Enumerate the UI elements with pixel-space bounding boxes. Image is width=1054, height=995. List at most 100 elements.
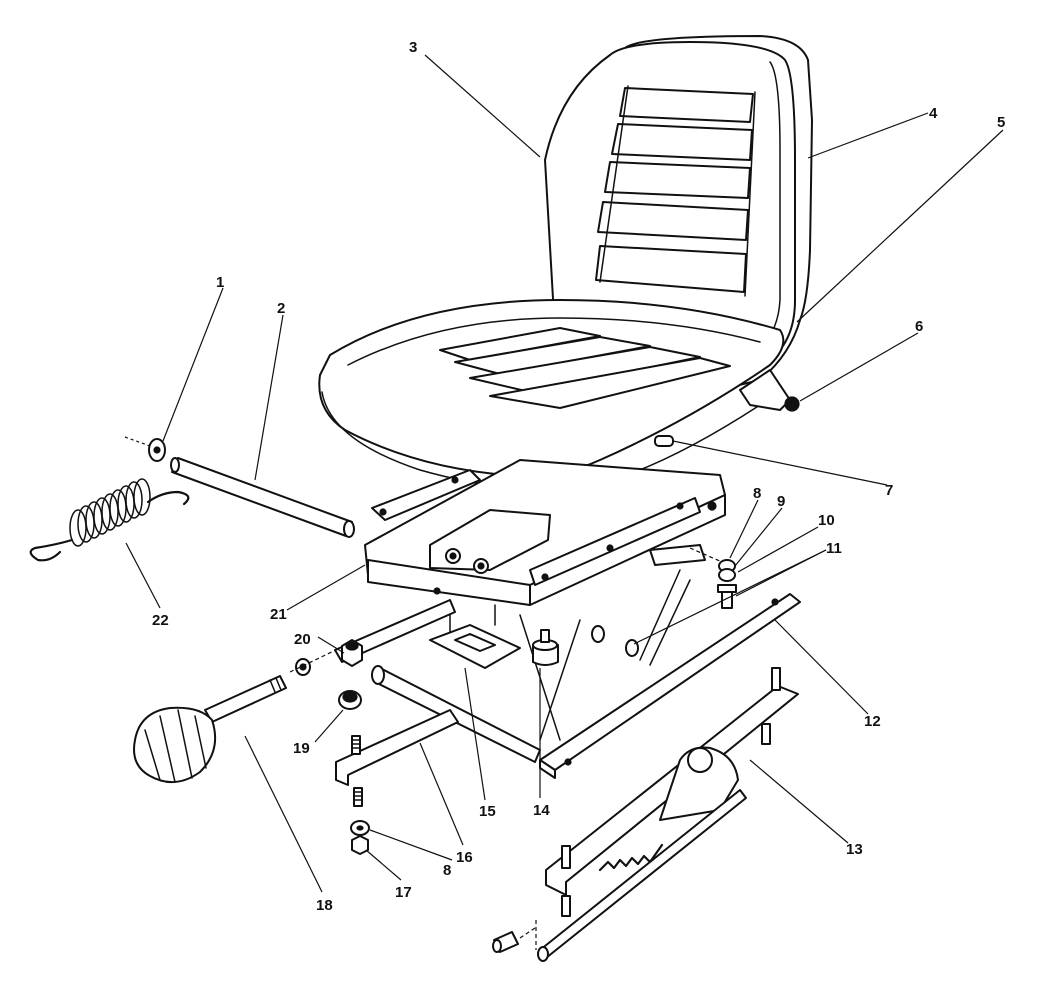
thread <box>353 791 363 801</box>
axis-line <box>289 647 341 673</box>
leader-17 <box>365 849 402 881</box>
leader-22 <box>125 542 161 609</box>
callout-4: 4 <box>929 105 938 122</box>
leader-8a <box>729 499 759 559</box>
callout-5: 5 <box>997 114 1005 131</box>
callout-17: 17 <box>395 884 412 901</box>
scissor-frame <box>334 544 801 786</box>
bumper-stud <box>540 629 550 643</box>
leader-8b <box>369 829 453 861</box>
callout-1: 1 <box>216 274 224 291</box>
callout-8-upper: 8 <box>753 485 761 502</box>
spring-hook-left <box>29 538 74 562</box>
rod <box>171 457 353 537</box>
rail-stud <box>771 667 781 691</box>
axis-line <box>689 547 723 563</box>
callout-6: 6 <box>915 318 923 335</box>
leader-3 <box>424 54 541 158</box>
leader-1 <box>162 287 224 442</box>
plate-hole <box>433 587 441 595</box>
stud <box>351 735 361 755</box>
cushion-rib <box>489 357 731 409</box>
leader-18 <box>244 735 323 893</box>
scissor-arm <box>649 579 691 666</box>
leader-21 <box>286 564 366 611</box>
callout-3: 3 <box>409 39 417 56</box>
adjuster-rail <box>492 667 799 962</box>
seat-pin <box>654 435 674 447</box>
spring <box>29 478 190 562</box>
bushing <box>591 625 605 643</box>
rail-stud <box>561 845 571 869</box>
cushion-rib <box>469 346 701 393</box>
callout-8-lower: 8 <box>443 862 451 879</box>
rod-end <box>343 520 355 538</box>
rail-edge <box>347 721 459 776</box>
leader-12 <box>774 619 869 715</box>
nut-20-hole <box>345 641 359 651</box>
back-rib <box>604 161 751 199</box>
callout-19: 19 <box>293 740 310 757</box>
leader-11b <box>633 549 827 645</box>
axis-line <box>124 436 151 447</box>
callout-12: 12 <box>864 713 881 730</box>
spring-hook-right <box>146 490 190 506</box>
back-rib <box>595 245 747 293</box>
nut-17 <box>351 835 369 855</box>
rail-hole <box>676 502 684 510</box>
axis-line <box>519 927 536 939</box>
rail-stud <box>761 723 771 745</box>
plate-bolt-center <box>477 562 485 570</box>
scissor-arm <box>639 569 681 661</box>
callout-11: 11 <box>826 540 842 557</box>
frame-top-bar <box>334 599 456 663</box>
rail-hole <box>564 758 572 766</box>
knob-grip <box>144 709 207 783</box>
rail-hole <box>606 544 614 552</box>
spring-coils <box>69 478 151 547</box>
leader-5 <box>796 129 1004 323</box>
stud <box>353 787 363 807</box>
back-rib <box>611 123 753 161</box>
lever-pivot <box>687 747 713 773</box>
leader-9 <box>734 507 783 567</box>
callout-15: 15 <box>479 803 496 820</box>
leader-2 <box>254 314 284 481</box>
bolt-11-head <box>717 584 737 593</box>
washer-9 <box>718 568 736 582</box>
leader-16 <box>419 742 464 846</box>
adjuster-slot <box>454 633 496 652</box>
leader-19 <box>314 709 344 743</box>
seat-cushion-inner <box>347 317 761 366</box>
callout-10: 10 <box>818 512 835 529</box>
seat <box>318 35 813 491</box>
fasteners <box>295 547 737 855</box>
back-rib <box>619 87 754 123</box>
callout-22: 22 <box>152 612 169 629</box>
callout-9: 9 <box>777 493 785 510</box>
callout-21: 21 <box>270 606 287 623</box>
scissor-arm <box>539 619 581 741</box>
rail-hole <box>541 573 549 581</box>
rail-stud <box>561 895 571 917</box>
callout-2: 2 <box>277 300 285 317</box>
callout-labels: 1 2 3 4 5 6 7 8 9 10 11 12 13 14 15 16 1… <box>152 39 1005 914</box>
plate-bolt-center <box>449 552 457 560</box>
knob-shaft <box>204 675 287 723</box>
leader-15 <box>464 667 486 801</box>
shaft-thread <box>269 677 282 693</box>
thread <box>351 739 361 749</box>
leader-4 <box>807 112 929 159</box>
leader-10 <box>737 526 819 573</box>
bracket-hole <box>379 508 387 516</box>
back-rib <box>597 201 749 241</box>
roller-pin-end <box>492 939 502 953</box>
plate-hole <box>707 501 717 511</box>
seat-base-plate <box>364 459 726 606</box>
leader-20 <box>317 636 345 654</box>
rod-assembly <box>124 436 355 538</box>
cap-19-top <box>342 691 358 703</box>
callout-16: 16 <box>456 849 473 866</box>
